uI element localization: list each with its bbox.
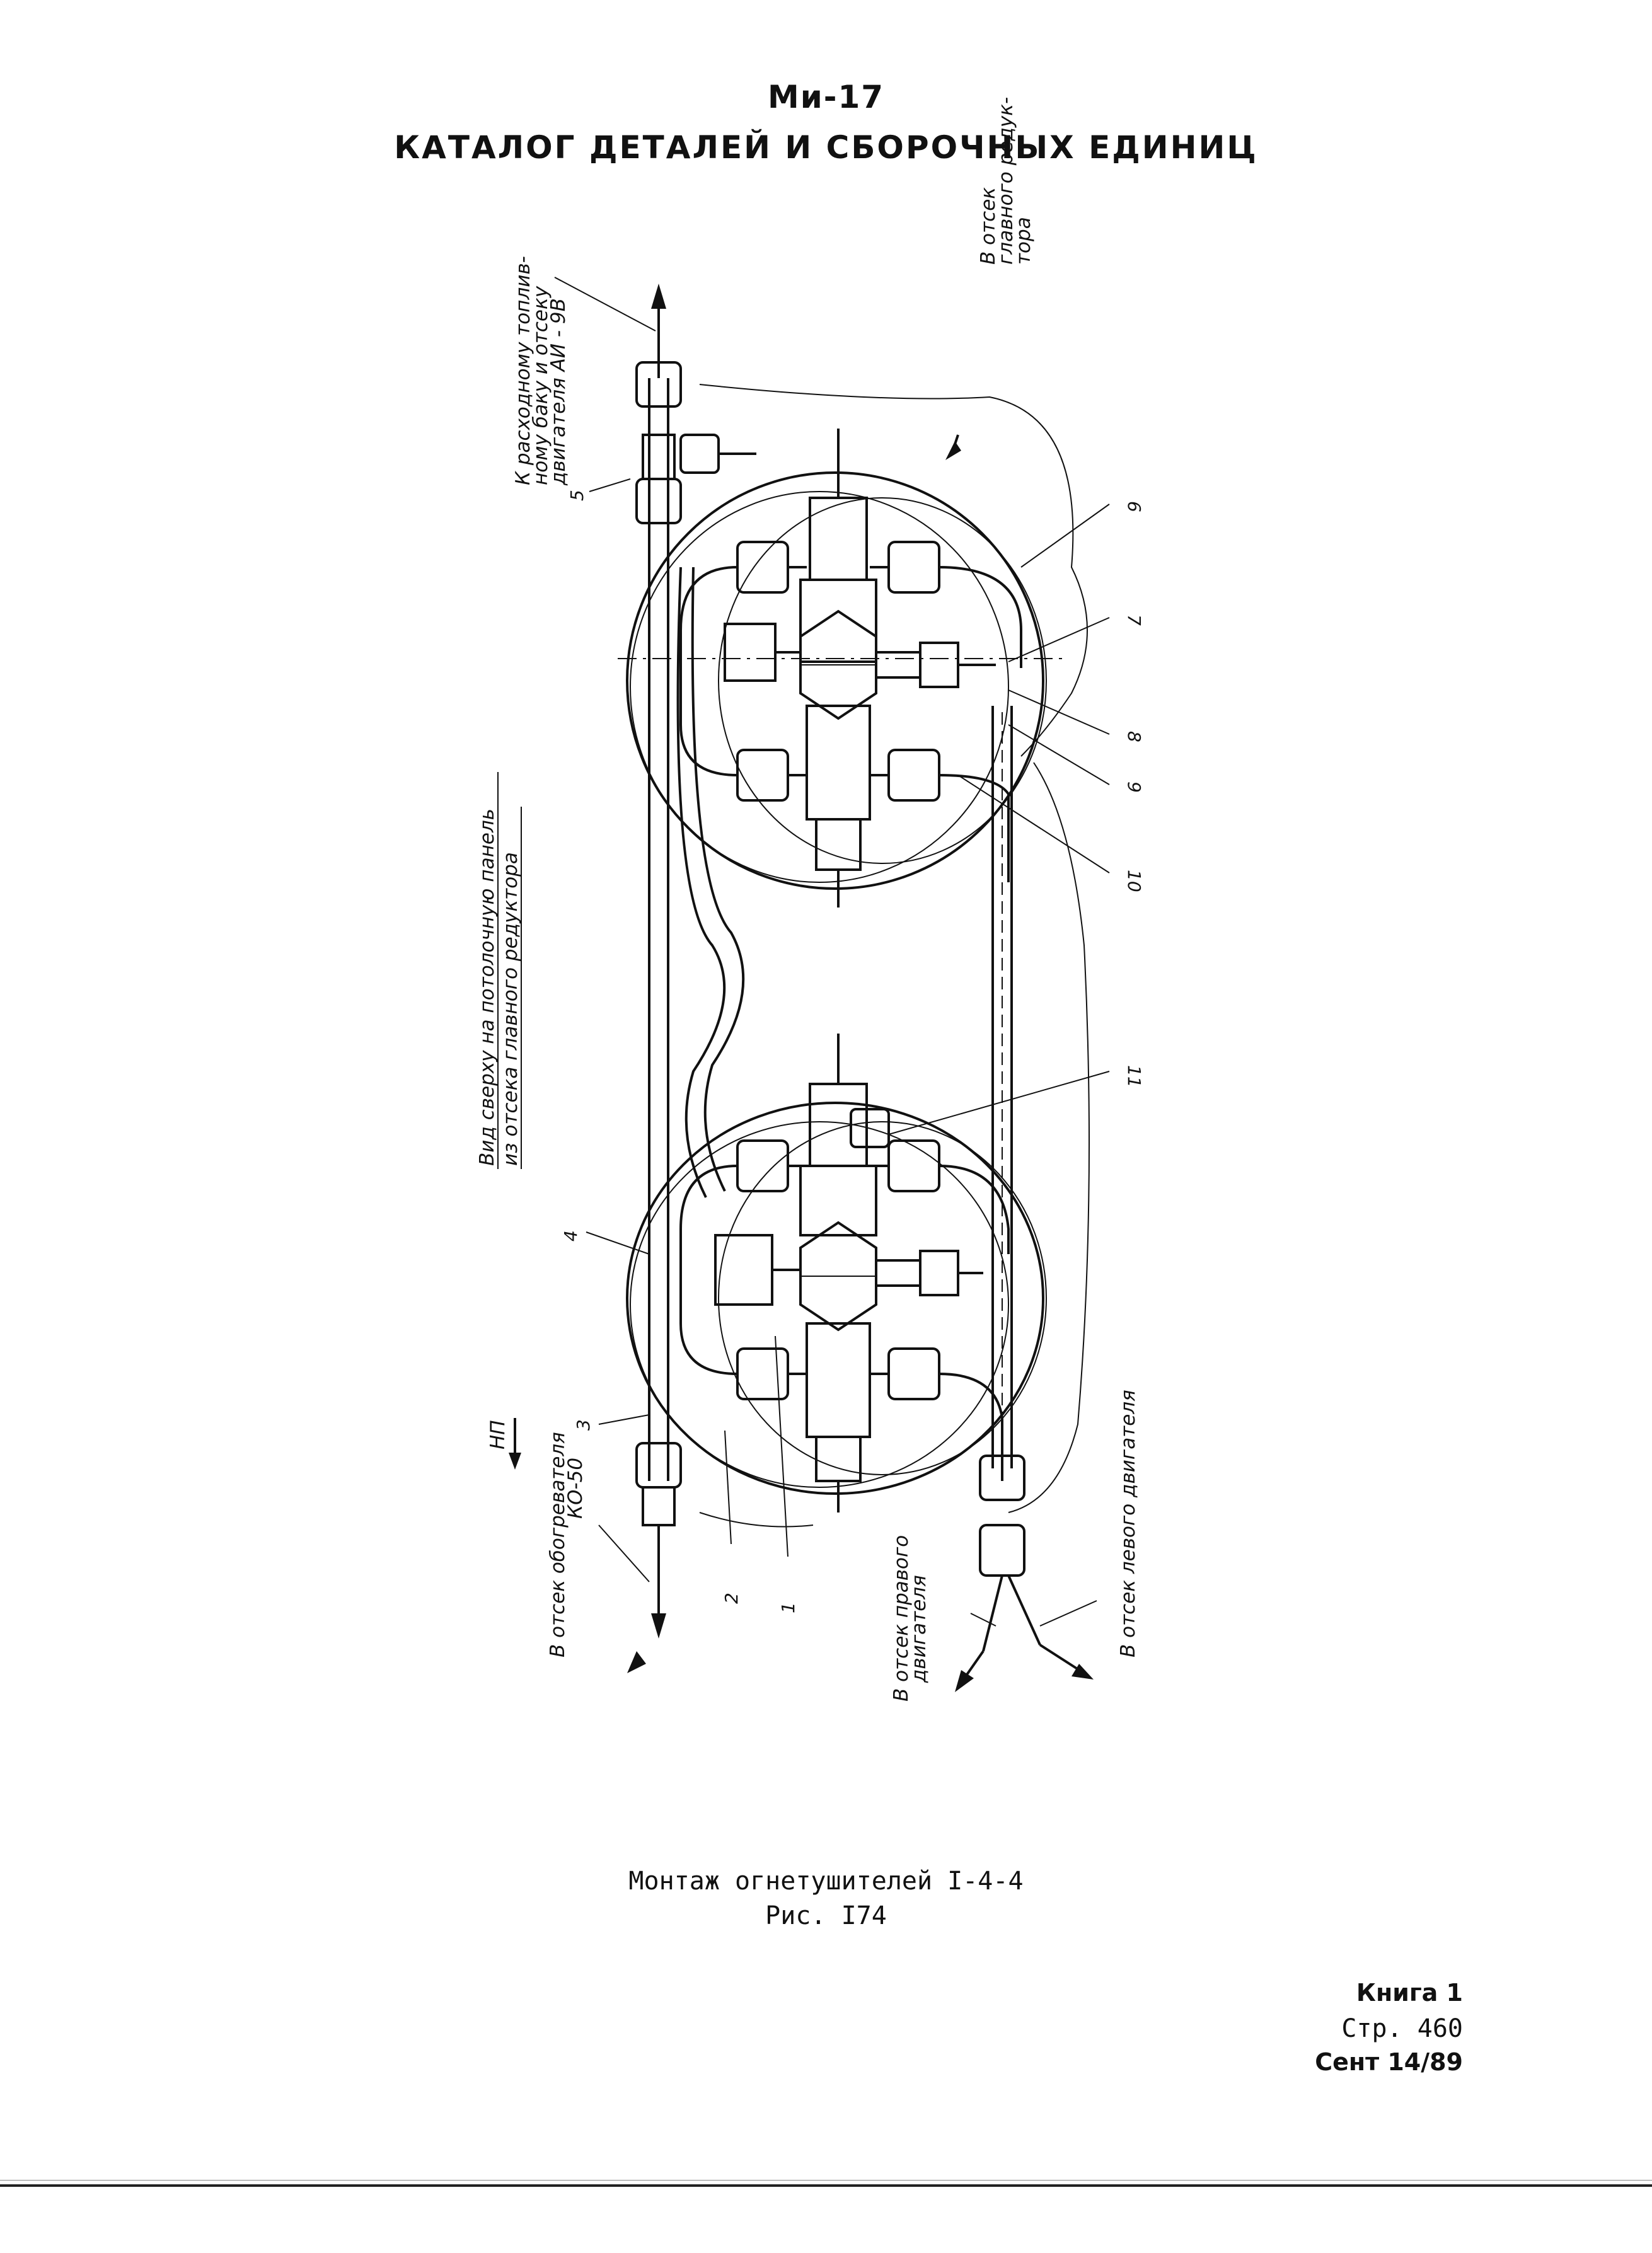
label-fuel-tank-line3: двигателя АИ - 9В (547, 298, 570, 486)
label-heater-line2: КО-50 (564, 1458, 587, 1519)
label-right-engine-line1: В отсек правого (890, 1535, 913, 1702)
extinguisher-upper (618, 429, 1065, 908)
drawing-labels: К расходному топлив- ному баку и отсеку … (476, 97, 1140, 1702)
label-main-gearbox-line1: В отсек (977, 187, 1000, 265)
bottom-rule (0, 2184, 1652, 2187)
piping (635, 284, 1094, 1692)
item-number-4: 4 (560, 1230, 581, 1242)
item-number-1: 1 (778, 1602, 799, 1613)
figure-number: Рис. I74 (765, 1901, 887, 1930)
bottom-rule-thin (0, 2180, 1652, 2181)
document-title: КАТАЛОГ ДЕТАЛЕЙ И СБОРОЧНЫХ ЕДИНИЦ (394, 129, 1258, 166)
item-number-3: 3 (573, 1419, 594, 1431)
label-fuel-tank-line1: К расходному топлив- (512, 256, 534, 485)
leader-lines (554, 277, 1110, 1673)
label-flight-direction: НП (487, 1420, 509, 1449)
figure-title: Монтаж огнетушителей I-4-4 (628, 1867, 1024, 1896)
item-number-5: 5 (567, 490, 587, 501)
item-number-11: 11 (1124, 1065, 1145, 1088)
item-number-6: 6 (1124, 501, 1145, 512)
footer-page: Стр. 460 (1341, 2014, 1463, 2043)
label-fuel-tank-line2: ному баку и отсеку (529, 285, 552, 485)
item-number-2: 2 (721, 1593, 742, 1604)
footer-book: Книга 1 (1356, 1979, 1463, 2007)
item-number-10: 10 (1124, 870, 1145, 892)
label-top-view-line2: из отсека главного редуктора (499, 852, 522, 1166)
item-number-8: 8 (1124, 731, 1145, 742)
label-main-gearbox-line3: тора (1012, 217, 1035, 265)
label-right-engine-line2: двигателя (908, 1575, 930, 1683)
footer-date: Сент 14/89 (1315, 2048, 1463, 2076)
label-main-gearbox-line2: главного редук- (995, 97, 1017, 265)
item-number-labels: 1 2 3 4 5 6 7 8 9 10 11 (560, 490, 1145, 1613)
label-top-view-line1: Вид сверху на потолочную панель (476, 809, 499, 1166)
document-model: Ми-17 (767, 79, 885, 115)
extinguisher-lower (626, 1034, 1047, 1513)
item-number-7: 7 (1124, 614, 1145, 626)
label-left-engine: В отсек левого двигателя (1117, 1390, 1140, 1657)
item-number-9: 9 (1124, 781, 1145, 793)
label-heater-line1: В отсек обогревателя (546, 1432, 569, 1657)
